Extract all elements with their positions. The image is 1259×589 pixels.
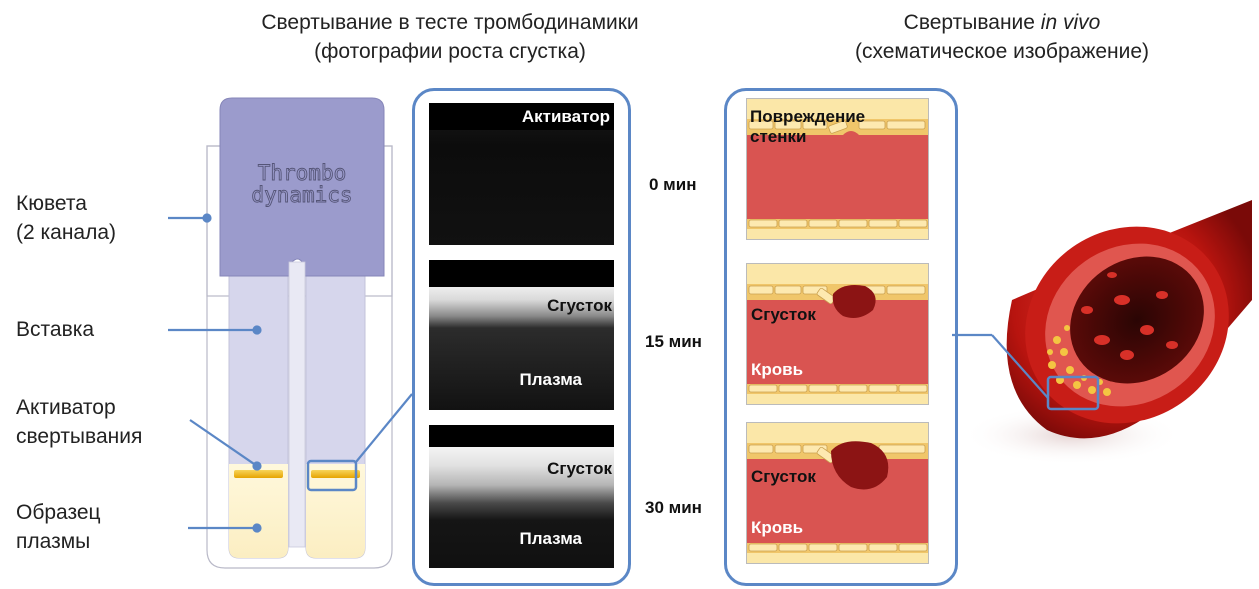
- header-right-line1: Свертывание in vivo: [903, 11, 1101, 34]
- vessel-blood-label-15: Кровь: [751, 360, 804, 379]
- connector-line: [952, 333, 1049, 399]
- vessel-blood-label-30: Кровь: [751, 518, 804, 537]
- photo-0min: Активатор: [429, 103, 614, 245]
- logo-line2: dynamics: [251, 183, 352, 207]
- header-right: Свертывание in vivo (схематическое изобр…: [812, 8, 1192, 66]
- time-0: 0 мин: [649, 175, 697, 194]
- vessel-clot-label-30: Сгусток: [751, 467, 816, 486]
- header-left-line2: (фотографии роста сгустка): [314, 40, 586, 63]
- time-15: 15 мин: [645, 332, 702, 351]
- photo-15min: Сгусток Плазма: [429, 260, 614, 410]
- photo-activator-label: Активатор: [521, 107, 610, 126]
- photo-30min: Сгусток Плазма: [429, 425, 614, 568]
- vessel-tile-30min: Сгусток Кровь: [746, 422, 929, 564]
- time-30: 30 мин: [645, 498, 702, 517]
- blood-vessel-illustration: [962, 200, 1252, 465]
- photo-plasma-label-15: Плазма: [519, 370, 582, 389]
- logo-line1: Thrombo: [258, 161, 347, 185]
- header-left-line1: Свертывание в тесте тромбодинамики: [261, 11, 639, 34]
- photo-clot-label-15: Сгусток: [547, 296, 612, 315]
- vessel-tile-15min: Сгусток Кровь: [746, 263, 929, 405]
- label-insert: Вставка: [16, 318, 95, 341]
- vessel-clot-large: [747, 423, 928, 563]
- vessel-clot-small: [747, 264, 928, 404]
- header-left: Свертывание в тесте тромбодинамики (фото…: [225, 8, 675, 66]
- vessel-wall-damage: [747, 99, 928, 239]
- in-vivo-italic: in vivo: [1040, 11, 1101, 34]
- vessel-clot-label-15: Сгусток: [751, 305, 816, 324]
- photo-clot-label-30: Сгусток: [547, 459, 612, 478]
- label-cuvette: Кювета(2 канала): [16, 192, 117, 244]
- header-right-line2: (схематическое изображение): [854, 40, 1150, 63]
- photo-bar: [429, 103, 614, 130]
- photo-plasma-label-30: Плазма: [519, 529, 582, 548]
